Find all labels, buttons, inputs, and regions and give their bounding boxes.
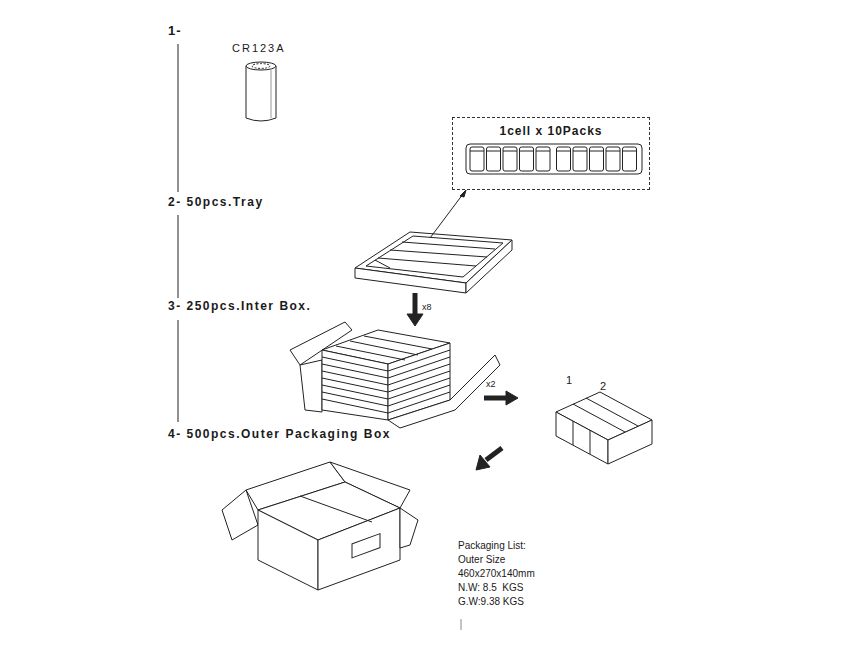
outer-box — [222, 462, 418, 590]
label: 1- — [168, 24, 182, 39]
double-box — [556, 392, 652, 464]
x2-arrow — [484, 391, 518, 405]
label: CR123A — [232, 42, 286, 55]
label: 2- 50pcs.Tray — [168, 196, 264, 210]
label: G.W:9.38 KGS — [458, 596, 524, 608]
inter-box — [290, 322, 500, 428]
outer-arrow — [476, 448, 502, 470]
label: x8 — [422, 302, 432, 312]
label: Packaging List: — [458, 540, 526, 552]
label: Outer Size — [458, 554, 505, 566]
x8-arrow — [407, 293, 423, 326]
tray — [355, 190, 512, 293]
label: 2 — [600, 380, 606, 393]
dashed-callout-box: 1cell x 10Packs — [452, 117, 650, 190]
callout-title: 1cell x 10Packs — [453, 118, 649, 138]
label: 460x270x140mm — [458, 568, 535, 580]
label: N.W: 8.5 KGS — [458, 582, 523, 594]
battery-cell — [246, 62, 276, 121]
label: 3- 250pcs.Inter Box. — [168, 300, 311, 314]
label: x2 — [486, 379, 496, 389]
label: 1 — [566, 374, 572, 387]
label: 4- 500pcs.Outer Packaging Box — [168, 428, 391, 442]
cell-row — [466, 144, 642, 174]
